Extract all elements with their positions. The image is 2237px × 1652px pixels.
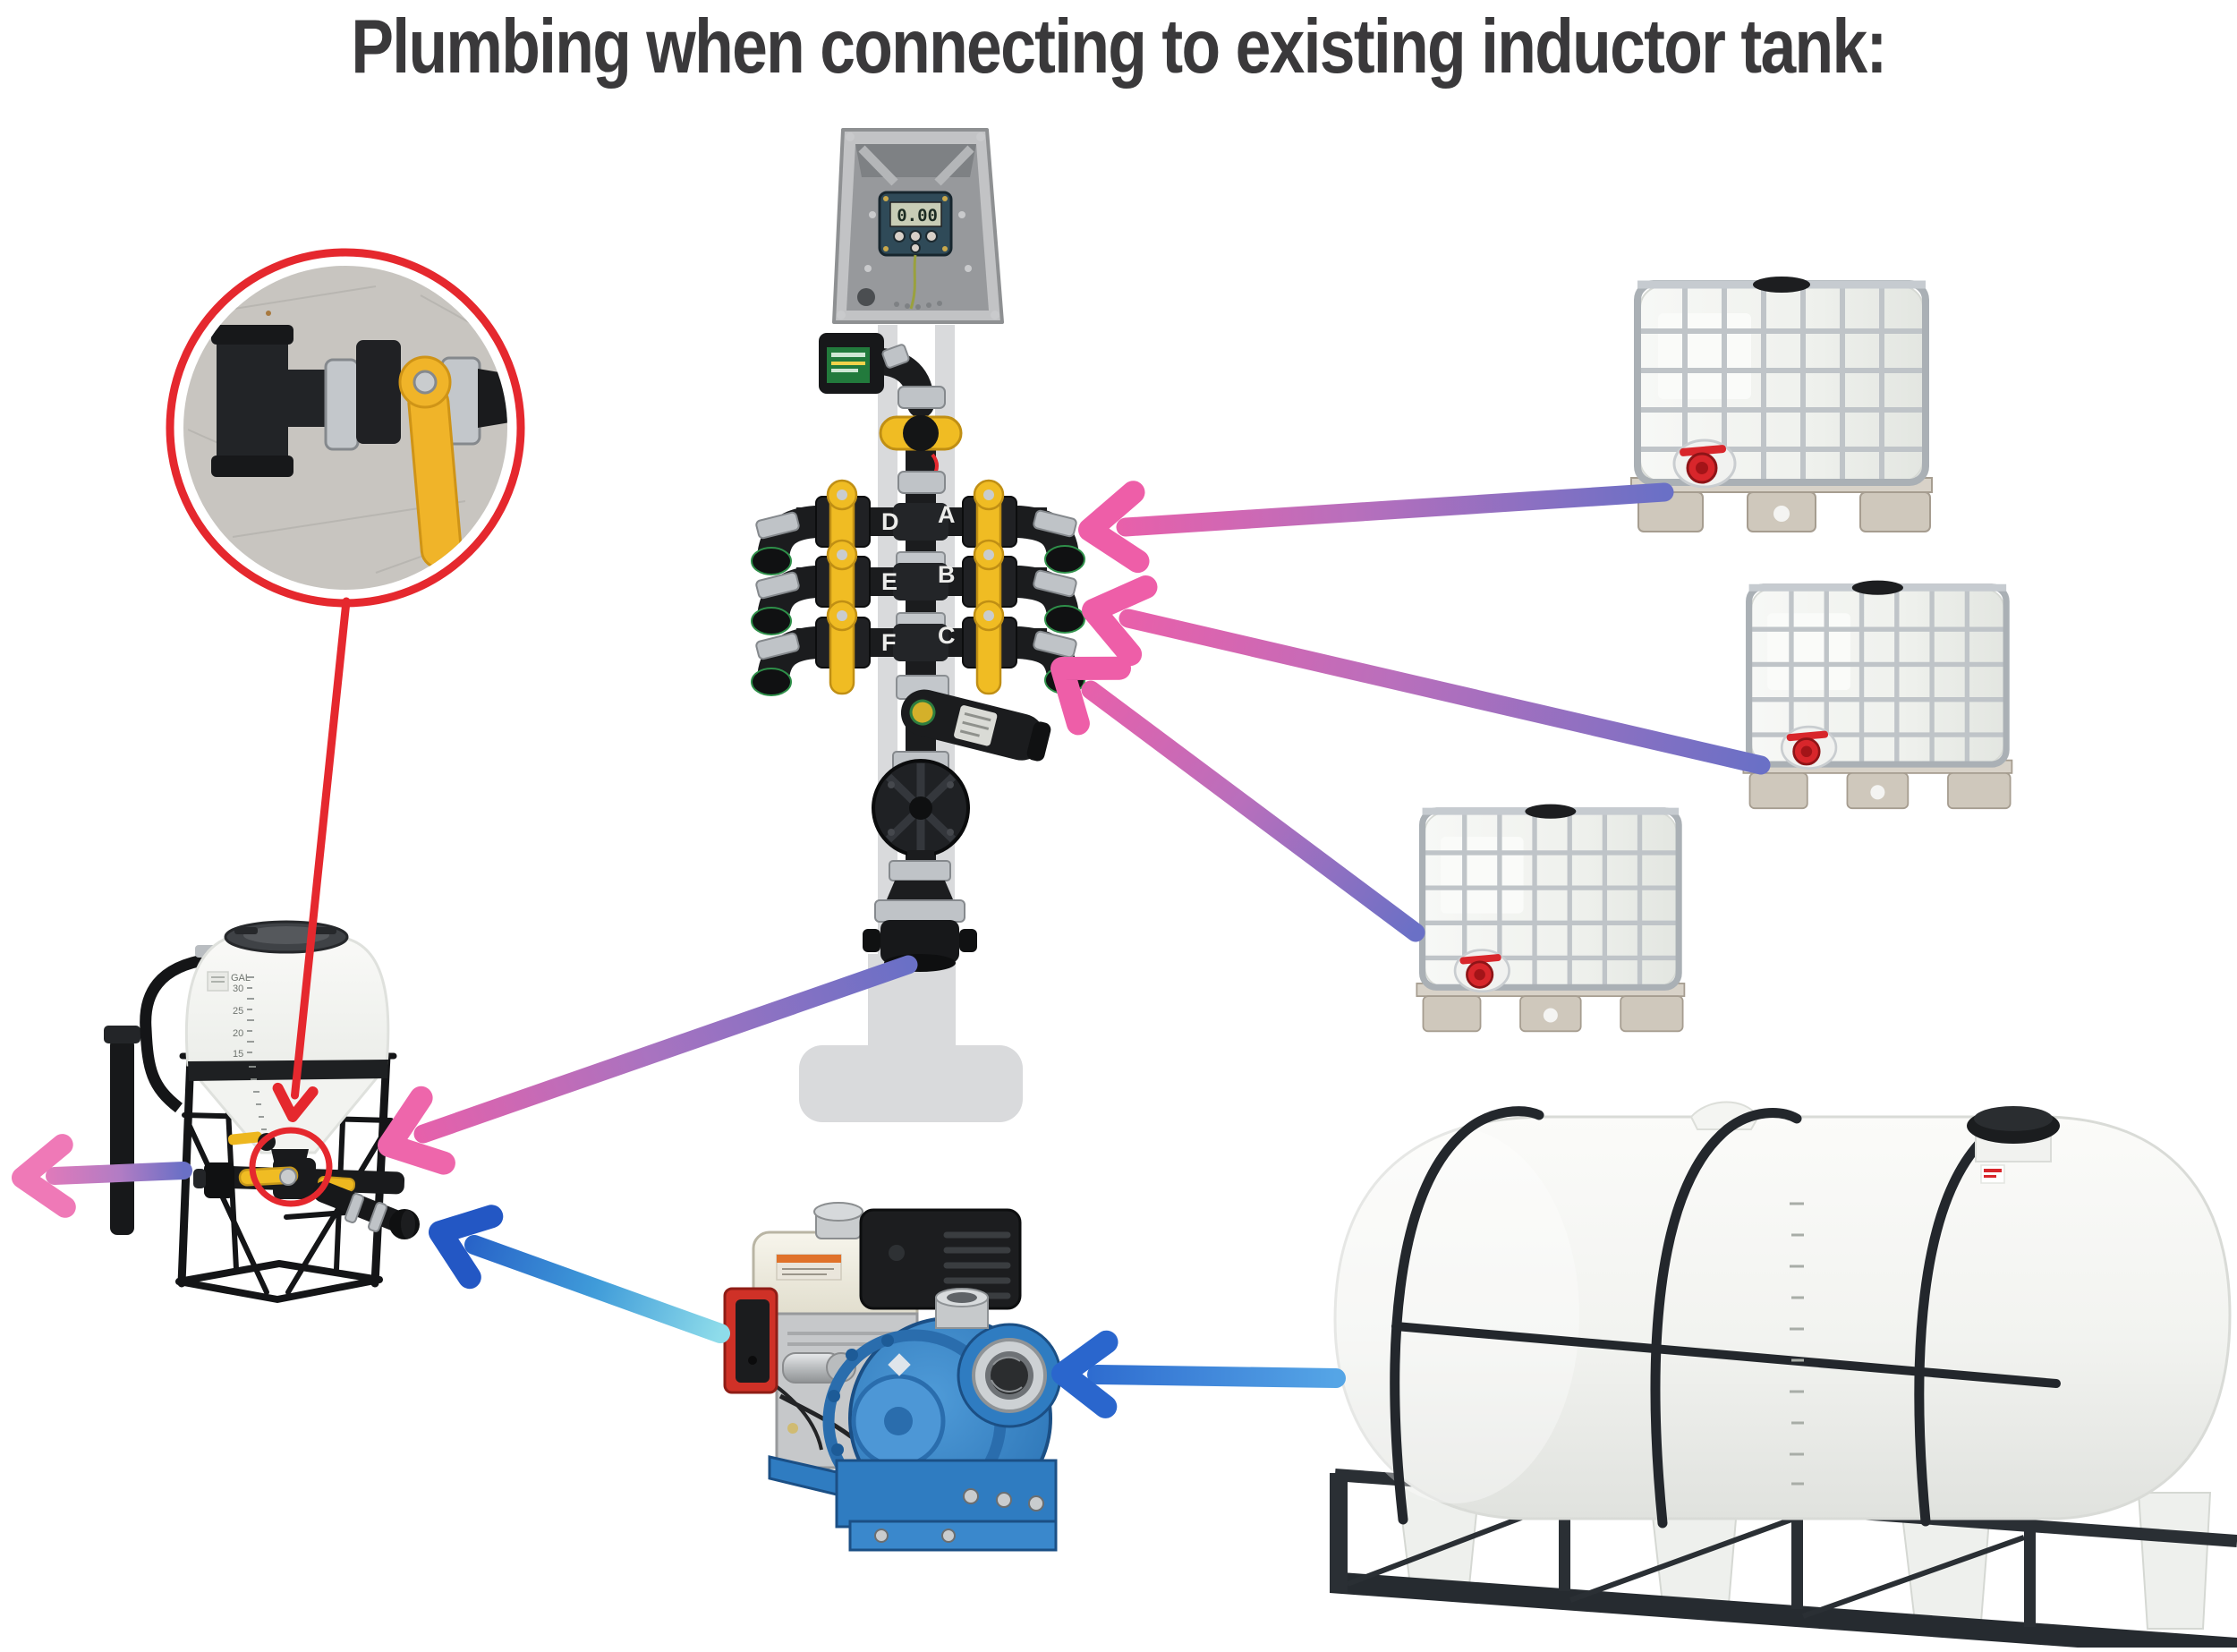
valve-manifold: D A: [751, 333, 1085, 972]
inductor-tank: GAL 30 25 20 15: [104, 920, 420, 1303]
cable-gland: [857, 288, 875, 306]
meter-buttons: [893, 230, 938, 253]
arrow-tank-to-pump: [1051, 1330, 1346, 1418]
outlet-camlock: [880, 920, 959, 963]
scale-label: GAL: [231, 973, 251, 984]
hose-clamp: [324, 358, 360, 451]
gallon-scale: GAL 30 25 20 15: [207, 971, 267, 1130]
ibc-tote-3: [1416, 805, 1684, 1032]
small-valve-handle: [227, 1131, 263, 1145]
clamp: [755, 571, 800, 600]
control-box: 0.00: [832, 128, 1004, 324]
clamp: [755, 632, 800, 660]
scale-label: 30: [233, 984, 243, 994]
standpipe: [110, 1038, 134, 1235]
ibc-tote-1: [1631, 277, 1932, 532]
gallon-ticks: [1790, 1202, 1804, 1486]
pole-base: [799, 1045, 1023, 1122]
clamp: [874, 899, 965, 923]
vent-holes: [894, 301, 942, 310]
port-label: A: [938, 501, 956, 528]
transfer-pump: [723, 1202, 1062, 1552]
left-camlock: [204, 1162, 234, 1198]
clamp: [1033, 630, 1077, 659]
page-title-text: Plumbing when connecting to existing ind…: [351, 4, 1887, 89]
manifold-row-3: F C: [751, 600, 1085, 696]
red-pointer-arrow: [272, 597, 351, 1122]
port-label: C: [938, 622, 956, 649]
pump-base: [768, 1455, 1058, 1552]
arrow-pump-to-inductor: [429, 1205, 730, 1343]
port-label: B: [938, 561, 956, 588]
clamp: [1033, 509, 1077, 538]
manifold-top-assembly: [819, 333, 963, 494]
clamp: [755, 511, 800, 540]
yellow-valve-handle: [398, 355, 463, 570]
clamp: [889, 860, 951, 881]
clamp: [897, 471, 946, 494]
tank-manway: [1967, 1106, 2060, 1184]
clamp: [1033, 569, 1077, 598]
meter-cable: [909, 254, 917, 310]
box-screws: [837, 132, 999, 319]
meter-lcd: [889, 201, 942, 227]
discharge-port: [935, 1288, 989, 1329]
valve-highlight-circle: [249, 1127, 333, 1207]
butterfly-valve-knob: [903, 415, 939, 451]
port-label: E: [881, 568, 897, 595]
band-clamp: [188, 1060, 388, 1081]
clamp: [881, 344, 910, 369]
valve-closeup-inset: [166, 248, 525, 608]
manifold-rows: D A: [751, 479, 1085, 700]
air-cleaner-bolt: [889, 1245, 905, 1261]
clamp: [368, 1202, 387, 1232]
meter-reading: 0.00: [897, 206, 938, 226]
arrow-tote1-to-manifold: [1078, 481, 1674, 574]
air-cleaner-slots: [943, 1231, 1011, 1299]
flow-meter-body: [872, 751, 970, 864]
tank-straps: [1390, 1106, 2061, 1529]
tank-body: [1333, 1115, 2232, 1520]
arrow-inductor-to-left: [12, 1134, 192, 1218]
port-label: D: [881, 508, 899, 535]
port-label: F: [881, 629, 897, 656]
fill-hose: [140, 953, 210, 1113]
line-strainer: [900, 689, 1051, 762]
flow-meter-display: 0.00: [878, 191, 953, 310]
ball-valve-body: [356, 340, 401, 444]
ibc-tote-2: [1743, 581, 2012, 809]
warning-label: [776, 1254, 842, 1281]
tee-fitting: [211, 325, 327, 477]
page-title: Plumbing when connecting to existing ind…: [0, 4, 2237, 91]
tank-dome-highlight: [1329, 1128, 1579, 1503]
clamp: [344, 1193, 364, 1223]
clamp: [897, 386, 946, 409]
scale-label: 20: [233, 1028, 243, 1039]
hose-barb: [478, 369, 507, 428]
arrow-tote3-to-manifold: [1050, 656, 1425, 942]
scale-label: 25: [233, 1006, 243, 1017]
flow-arrows: [12, 481, 1771, 1418]
scale-label: 15: [233, 1049, 243, 1060]
engine-switch-box: [723, 1287, 778, 1394]
supply-tank: [1329, 1101, 2237, 1652]
arrow-tote2-to-manifold: [1082, 575, 1771, 775]
manifold-row-1: D A: [751, 479, 1085, 575]
arrow-manifold-to-inductor: [378, 955, 918, 1175]
